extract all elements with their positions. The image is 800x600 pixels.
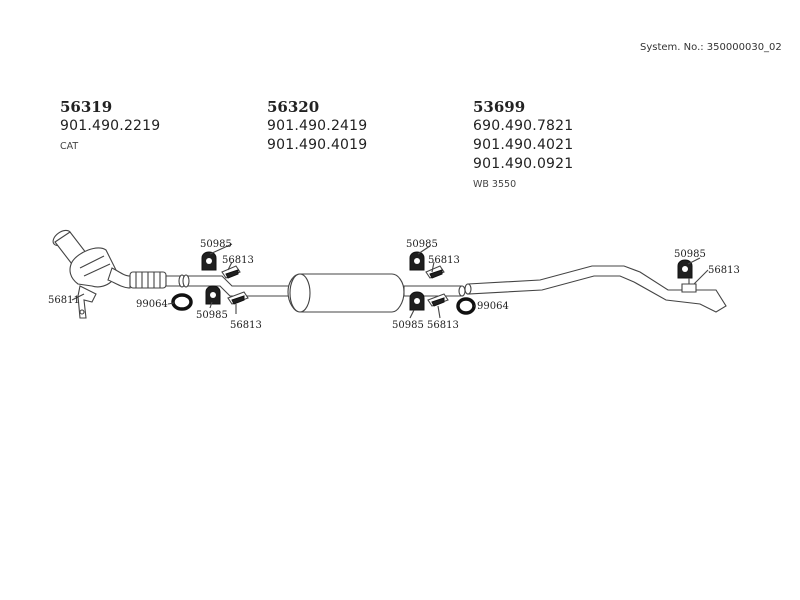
callout-50985: 50985: [200, 239, 232, 250]
rubber-mount-icon: [677, 259, 693, 279]
bracket-icon: [227, 291, 249, 305]
callout-56813: 56813: [428, 255, 460, 266]
callout-56813: 56813: [708, 265, 740, 276]
bracket-icon: [427, 293, 449, 307]
part-number: 901.490.0921: [473, 156, 574, 172]
rubber-mount-icon: [409, 291, 425, 311]
callout-50985: 50985: [674, 249, 706, 260]
callout-50985: 50985: [406, 239, 438, 250]
clamp-icon: [171, 293, 193, 311]
system-number: System. No.: 350000030_02: [640, 42, 782, 53]
clamp-icon: [456, 297, 476, 315]
callout-56813: 56813: [222, 255, 254, 266]
callout-56813: 56813: [427, 320, 459, 331]
catalytic-converter: [52, 229, 131, 319]
part-number: 901.490.4021: [473, 137, 574, 153]
part-number: 901.490.2419: [267, 118, 368, 134]
front-pipe: [129, 271, 186, 289]
callout-99064: 99064: [136, 299, 168, 310]
rubber-mount-icon: [409, 251, 425, 271]
callout-56811: 56811: [48, 295, 80, 306]
callout-50985: 50985: [392, 320, 424, 331]
bracket-icon: [425, 265, 445, 279]
bracket-icon: [681, 278, 697, 293]
part-number: 901.490.2219: [60, 118, 161, 134]
part-number: 690.490.7821: [473, 118, 574, 134]
callout-99064: 99064: [477, 301, 509, 312]
group-reference: 56319: [60, 98, 113, 116]
callout-50985: 50985: [196, 310, 228, 321]
group-reference: 53699: [473, 98, 526, 116]
part-group-catalyst: 56319 901.490.2219 CAT: [60, 97, 160, 156]
rubber-mount-icon: [205, 285, 221, 305]
middle-silencer: [287, 273, 466, 313]
rubber-mount-icon: [201, 251, 217, 271]
callout-leaders: [71, 243, 709, 319]
group-note: WB 3550: [473, 179, 517, 190]
bracket-icon: [221, 265, 241, 279]
rear-pipe: [464, 265, 727, 313]
part-group-middle-silencer: 56320 901.490.2419 901.490.4019: [267, 97, 367, 155]
callout-56813: 56813: [230, 320, 262, 331]
group-reference: 56320: [267, 98, 320, 116]
group-note: CAT: [60, 141, 79, 152]
part-number: 901.490.4019: [267, 137, 368, 153]
part-group-rear-pipe: 53699 690.490.7821 901.490.4021 901.490.…: [473, 97, 573, 194]
